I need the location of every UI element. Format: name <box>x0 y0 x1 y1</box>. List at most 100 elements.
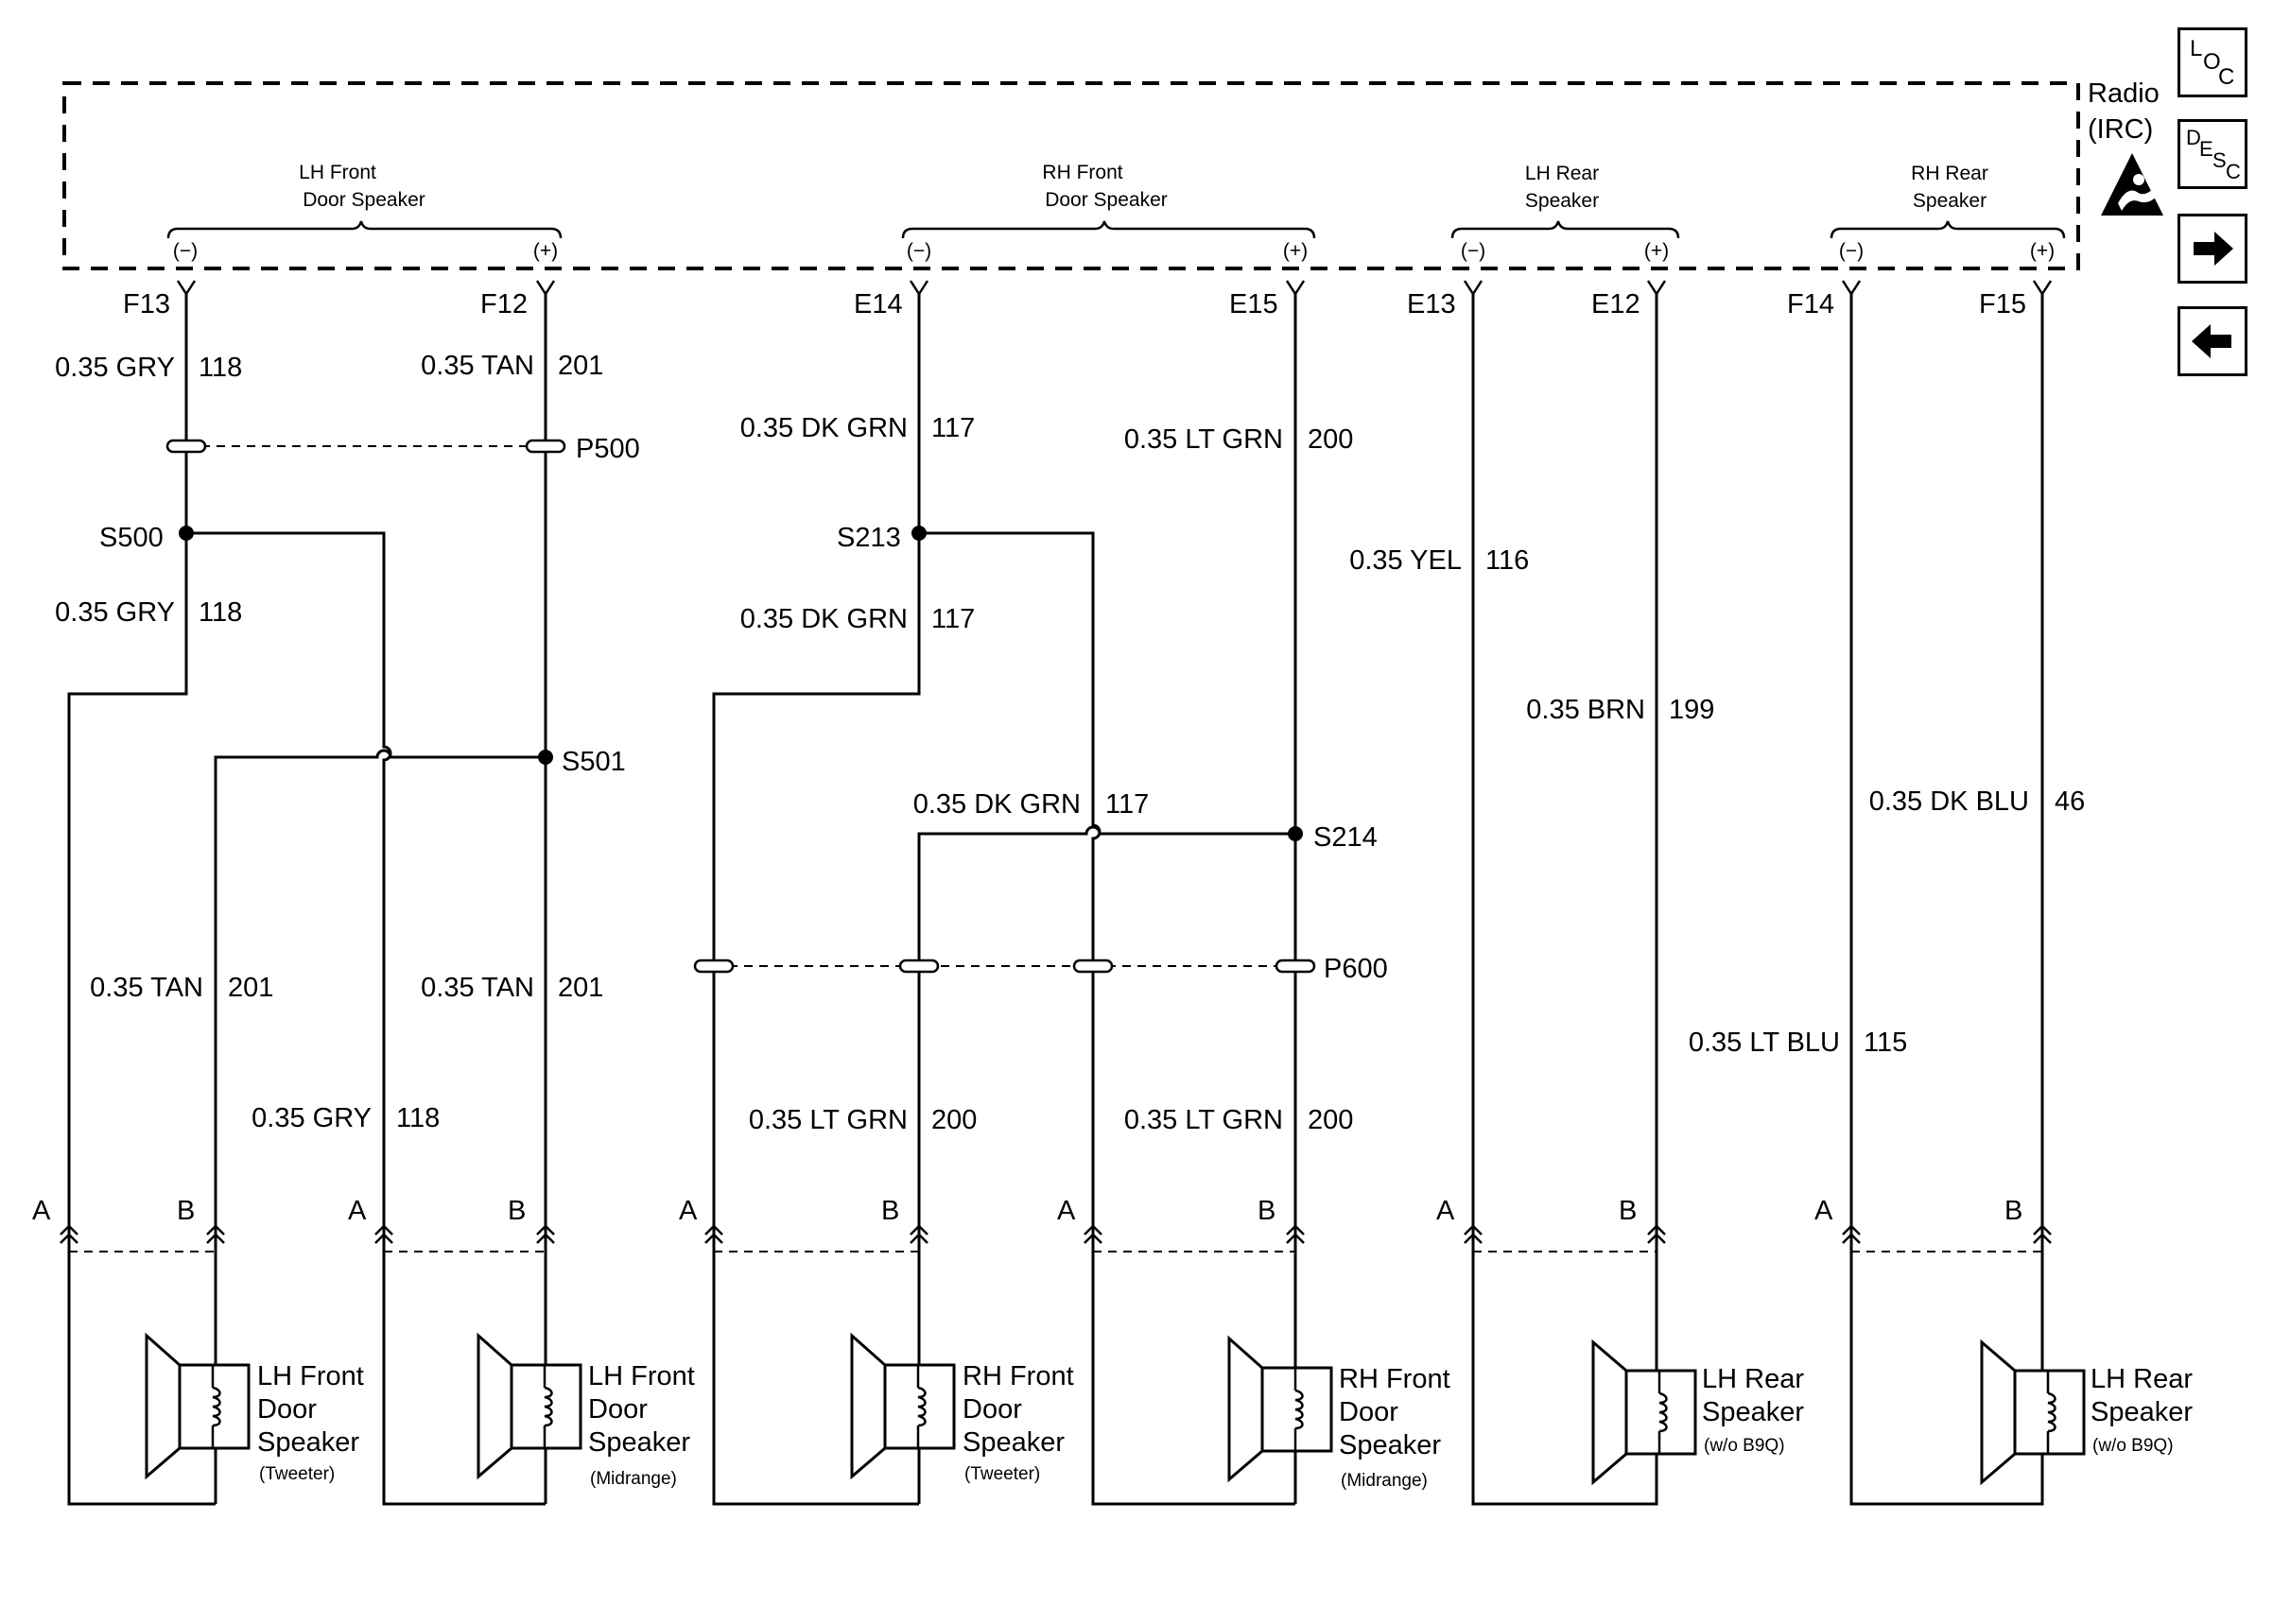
wires <box>67 294 2044 1506</box>
svg-text:0.35 LT GRN: 0.35 LT GRN <box>1124 1105 1283 1135</box>
desc-button[interactable]: D E S C <box>2178 119 2247 189</box>
svg-text:118: 118 <box>199 353 242 383</box>
svg-text:(w/o B9Q): (w/o B9Q) <box>1704 1436 1785 1456</box>
group-label: Door Speaker <box>1045 189 1168 211</box>
arrow-right-icon <box>2194 232 2233 266</box>
svg-text:(w/o B9Q): (w/o B9Q) <box>2092 1436 2174 1456</box>
svg-text:LH Rear: LH Rear <box>1702 1364 1804 1394</box>
desc-icon-s: S <box>2212 148 2227 172</box>
svg-text:Door: Door <box>963 1394 1022 1425</box>
splice-label: S501 <box>562 747 626 777</box>
svg-text:LH Front: LH Front <box>588 1361 695 1391</box>
svg-text:(Midrange): (Midrange) <box>590 1469 677 1489</box>
arrow-left-icon <box>2192 324 2231 358</box>
svg-text:Speaker: Speaker <box>1702 1397 1804 1427</box>
svg-text:A: A <box>1436 1196 1455 1226</box>
svg-text:0.35 TAN: 0.35 TAN <box>90 973 203 1003</box>
svg-text:B: B <box>2004 1196 2022 1226</box>
pin-label: E15 <box>1229 289 1278 320</box>
svg-text:118: 118 <box>396 1103 440 1133</box>
svg-text:Door: Door <box>257 1394 317 1425</box>
pin-terminals <box>176 280 2053 297</box>
svg-text:201: 201 <box>558 973 603 1003</box>
polarity-markers: (−) (+) (−) (+) (−) (+) (−) (+) <box>173 240 2055 262</box>
svg-text:(+): (+) <box>533 240 558 262</box>
svg-text:Speaker: Speaker <box>257 1427 359 1458</box>
group-label: Speaker <box>1525 190 1599 212</box>
loc-button[interactable]: L O C <box>2178 27 2247 97</box>
pin-label: F12 <box>480 289 528 320</box>
group-braces <box>166 220 2066 239</box>
connector-label: P600 <box>1324 954 1388 984</box>
svg-text:(+): (+) <box>1283 240 1308 262</box>
splices <box>179 526 1303 841</box>
svg-text:Door: Door <box>588 1394 648 1425</box>
desc-icon-e: E <box>2199 137 2213 161</box>
svg-text:201: 201 <box>228 973 273 1003</box>
loc-icon-c: C <box>2218 64 2235 90</box>
svg-text:A: A <box>348 1196 367 1226</box>
svg-text:0.35 LT GRN: 0.35 LT GRN <box>749 1105 908 1135</box>
svg-text:RH Front: RH Front <box>1339 1364 1450 1394</box>
esd-warning-icon <box>2101 153 2163 216</box>
svg-text:117: 117 <box>931 604 975 634</box>
svg-text:118: 118 <box>199 597 242 628</box>
svg-text:(Tweeter): (Tweeter) <box>964 1464 1040 1484</box>
speaker-terminal-labels: A B A B A B A B A B A B <box>32 1196 2022 1226</box>
svg-text:(−): (−) <box>907 240 931 262</box>
svg-text:0.35 DK GRN: 0.35 DK GRN <box>740 604 908 634</box>
svg-text:LH Rear: LH Rear <box>2091 1364 2193 1394</box>
group-label: Door Speaker <box>303 189 425 211</box>
svg-text:A: A <box>679 1196 698 1226</box>
pin-label: F14 <box>1787 289 1834 320</box>
pin-label: E14 <box>854 289 903 320</box>
splice-label: S214 <box>1313 822 1378 853</box>
svg-text:Speaker: Speaker <box>588 1427 690 1458</box>
svg-text:(Midrange): (Midrange) <box>1341 1471 1428 1491</box>
prev-page-button[interactable] <box>2178 306 2247 376</box>
svg-text:201: 201 <box>558 351 603 381</box>
svg-text:(+): (+) <box>2030 240 2055 262</box>
pin-label: F15 <box>1979 289 2026 320</box>
svg-text:46: 46 <box>2055 786 2085 817</box>
pin-label: E12 <box>1591 289 1640 320</box>
svg-text:0.35 BRN: 0.35 BRN <box>1526 695 1645 725</box>
svg-text:200: 200 <box>1308 424 1353 455</box>
svg-text:B: B <box>1258 1196 1275 1226</box>
svg-text:Speaker: Speaker <box>963 1427 1065 1458</box>
speaker-labels: LH Front Door Speaker (Tweeter) LH Front… <box>257 1361 2193 1491</box>
radio-module-name: Radio <box>2088 78 2160 109</box>
svg-text:0.35 GRY: 0.35 GRY <box>252 1103 372 1133</box>
svg-text:0.35 DK GRN: 0.35 DK GRN <box>740 413 908 443</box>
desc-icon-c: C <box>2226 160 2241 183</box>
svg-text:117: 117 <box>931 413 975 443</box>
splice-label: S213 <box>837 523 901 553</box>
svg-text:(−): (−) <box>173 240 198 262</box>
svg-text:116: 116 <box>1485 545 1529 576</box>
svg-text:(+): (+) <box>1644 240 1669 262</box>
radio-module-boundary <box>62 81 2080 270</box>
desc-icon-d: D <box>2186 126 2201 149</box>
svg-text:A: A <box>32 1196 51 1226</box>
svg-text:LH Front: LH Front <box>257 1361 364 1391</box>
svg-text:B: B <box>177 1196 195 1226</box>
pin-label: E13 <box>1407 289 1456 320</box>
svg-text:B: B <box>881 1196 899 1226</box>
loc-icon-o: O <box>2203 49 2221 75</box>
connector-pins <box>165 439 1316 974</box>
svg-text:0.35 DK BLU: 0.35 DK BLU <box>1869 786 2029 817</box>
svg-text:115: 115 <box>1864 1028 1907 1058</box>
group-label: Speaker <box>1913 190 1987 212</box>
pin-label: F13 <box>123 289 170 320</box>
radio-module-sub: (IRC) <box>2088 114 2153 145</box>
svg-text:0.35 YEL: 0.35 YEL <box>1349 545 1462 576</box>
svg-text:(−): (−) <box>1461 240 1485 262</box>
svg-text:Speaker: Speaker <box>2091 1397 2193 1427</box>
svg-text:0.35 GRY: 0.35 GRY <box>55 353 175 383</box>
svg-text:0.35 GRY: 0.35 GRY <box>55 597 175 628</box>
svg-text:200: 200 <box>931 1105 977 1135</box>
svg-text:B: B <box>508 1196 526 1226</box>
next-page-button[interactable] <box>2178 214 2247 284</box>
svg-text:RH Front: RH Front <box>963 1361 1074 1391</box>
